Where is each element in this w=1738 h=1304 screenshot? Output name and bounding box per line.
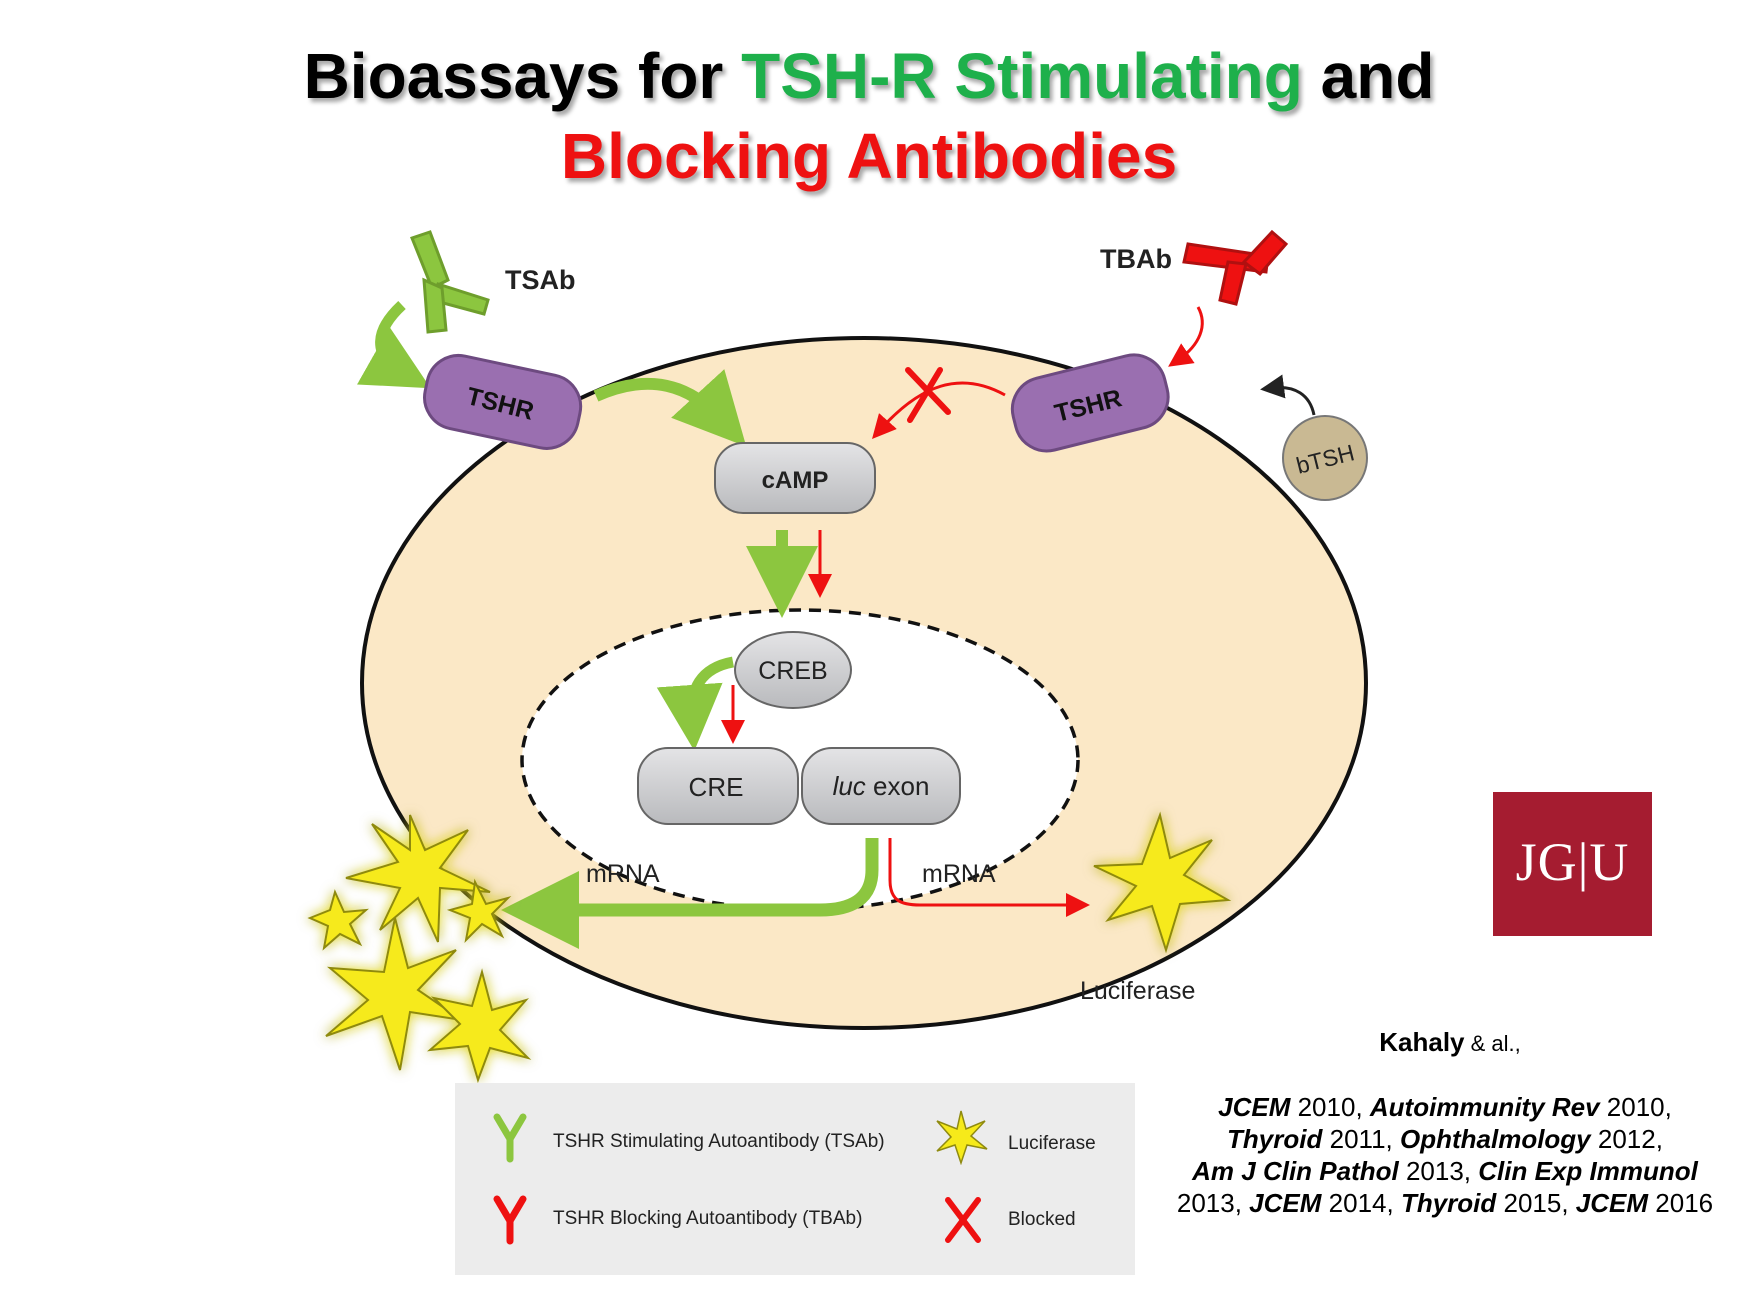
journal-name: Autoimmunity Rev <box>1369 1092 1600 1122</box>
tshr-receptor-right <box>1010 353 1170 453</box>
reference-line: JCEM 2010, Autoimmunity Rev 2010, <box>1160 1092 1730 1123</box>
reference-author: Kahaly & al., <box>1300 1027 1600 1058</box>
journal-name: JCEM <box>1575 1188 1649 1218</box>
legend-tsab-icon <box>493 1113 527 1163</box>
tbab-label: TBAb <box>1100 244 1172 274</box>
title-segment: Bioassays for <box>303 40 742 112</box>
tbab-binding-arrow <box>1168 306 1204 367</box>
journal-name: Clin Exp Immunol <box>1478 1156 1698 1186</box>
reference-year: 2012, <box>1590 1124 1663 1154</box>
title-segment: TSH-R Stimulating <box>741 40 1303 112</box>
reference-year: 2015, <box>1496 1188 1576 1218</box>
title-segment: and <box>1302 40 1435 112</box>
reference-line: Thyroid 2011, Ophthalmology 2012, <box>1160 1124 1730 1155</box>
cre-label: CRE <box>689 772 744 802</box>
journal-name: Thyroid <box>1400 1188 1497 1218</box>
camp-label: cAMP <box>762 467 829 494</box>
author-name: Kahaly <box>1379 1027 1465 1057</box>
luciferase-stars-cluster <box>307 814 532 1084</box>
mrna-left-label: mRNA <box>586 860 660 888</box>
luc-italic: luc <box>833 771 866 801</box>
luciferase-label: Luciferase <box>1080 977 1195 1005</box>
btsh-arrow <box>1260 374 1316 416</box>
reference-line: 2013, JCEM 2014, Thyroid 2015, JCEM 2016 <box>1160 1188 1730 1219</box>
luc-rest: exon <box>866 771 930 801</box>
blocked-x-icon <box>905 367 951 423</box>
legend-luciferase-icon <box>936 1110 988 1165</box>
legend-tbab-icon <box>493 1195 527 1245</box>
journal-name: JCEM <box>1249 1188 1322 1218</box>
creb-node <box>734 631 852 709</box>
journal-name: Thyroid <box>1227 1124 1323 1154</box>
reference-year: 2010, <box>1599 1092 1672 1122</box>
luciferase-star-right <box>1093 811 1232 954</box>
reference-line: Am J Clin Pathol 2013, Clin Exp Immunol <box>1160 1156 1730 1187</box>
reference-year: 2014, <box>1321 1188 1401 1218</box>
blocked-signal-arrow <box>872 381 1006 439</box>
journal-name: Am J Clin Pathol <box>1192 1156 1399 1186</box>
title-segment: Blocking <box>560 120 832 192</box>
slide-title-line-2: Blocking Antibodies <box>0 120 1738 192</box>
legend: TSHR Stimulating Autoantibody (TSAb) TSH… <box>455 1083 1135 1275</box>
reference-year: 2013, <box>1176 1188 1250 1218</box>
journal-name: Ophthalmology <box>1399 1124 1591 1154</box>
luciferase-star <box>446 878 512 943</box>
creb-green-arrow <box>656 656 735 751</box>
legend-luciferase-label: Luciferase <box>1008 1133 1096 1154</box>
jgu-logo-text: JG|U <box>1515 832 1630 892</box>
camp-node <box>714 442 876 514</box>
btsh-node <box>1282 415 1368 501</box>
mrna-red-arrow <box>888 838 1090 917</box>
tshr-receptor-left <box>423 354 583 450</box>
mrna-green-arrow <box>501 838 879 949</box>
luc-exon-label: luc exon <box>833 771 930 801</box>
luc-exon-node <box>801 747 961 825</box>
tsab-binding-arrow <box>357 300 431 389</box>
mrna-right-label: mRNA <box>922 860 996 888</box>
slide-title-line-1: Bioassays for TSH-R Stimulating and <box>0 40 1738 112</box>
luciferase-star <box>345 814 491 943</box>
reference-year: 2010, <box>1290 1092 1370 1122</box>
tshr-to-camp-arrow <box>593 369 747 447</box>
legend-blocked-x-icon <box>945 1197 981 1243</box>
luciferase-star <box>426 968 532 1084</box>
luciferase-star <box>307 889 369 951</box>
tbab-antibody-icon <box>1182 229 1289 306</box>
jgu-logo: JG|U <box>1493 792 1652 936</box>
legend-tsab-label: TSHR Stimulating Autoantibody (TSAb) <box>553 1131 885 1152</box>
tsab-antibody-icon <box>410 230 490 334</box>
tsab-label: TSAb <box>505 265 576 295</box>
author-rest: & al., <box>1464 1031 1521 1056</box>
creb-label: CREB <box>758 657 827 685</box>
cre-node <box>637 747 799 825</box>
legend-blocked-label: Blocked <box>1008 1209 1076 1230</box>
reference-year: 2016 <box>1648 1188 1714 1218</box>
reference-year: 2011, <box>1322 1124 1400 1154</box>
reference-year: 2013, <box>1398 1156 1479 1186</box>
legend-tbab-label: TSHR Blocking Autoantibody (TBAb) <box>553 1208 863 1229</box>
title-segment: Antibodies <box>831 120 1178 192</box>
journal-name: JCEM <box>1218 1092 1291 1122</box>
luciferase-star <box>325 917 463 1071</box>
